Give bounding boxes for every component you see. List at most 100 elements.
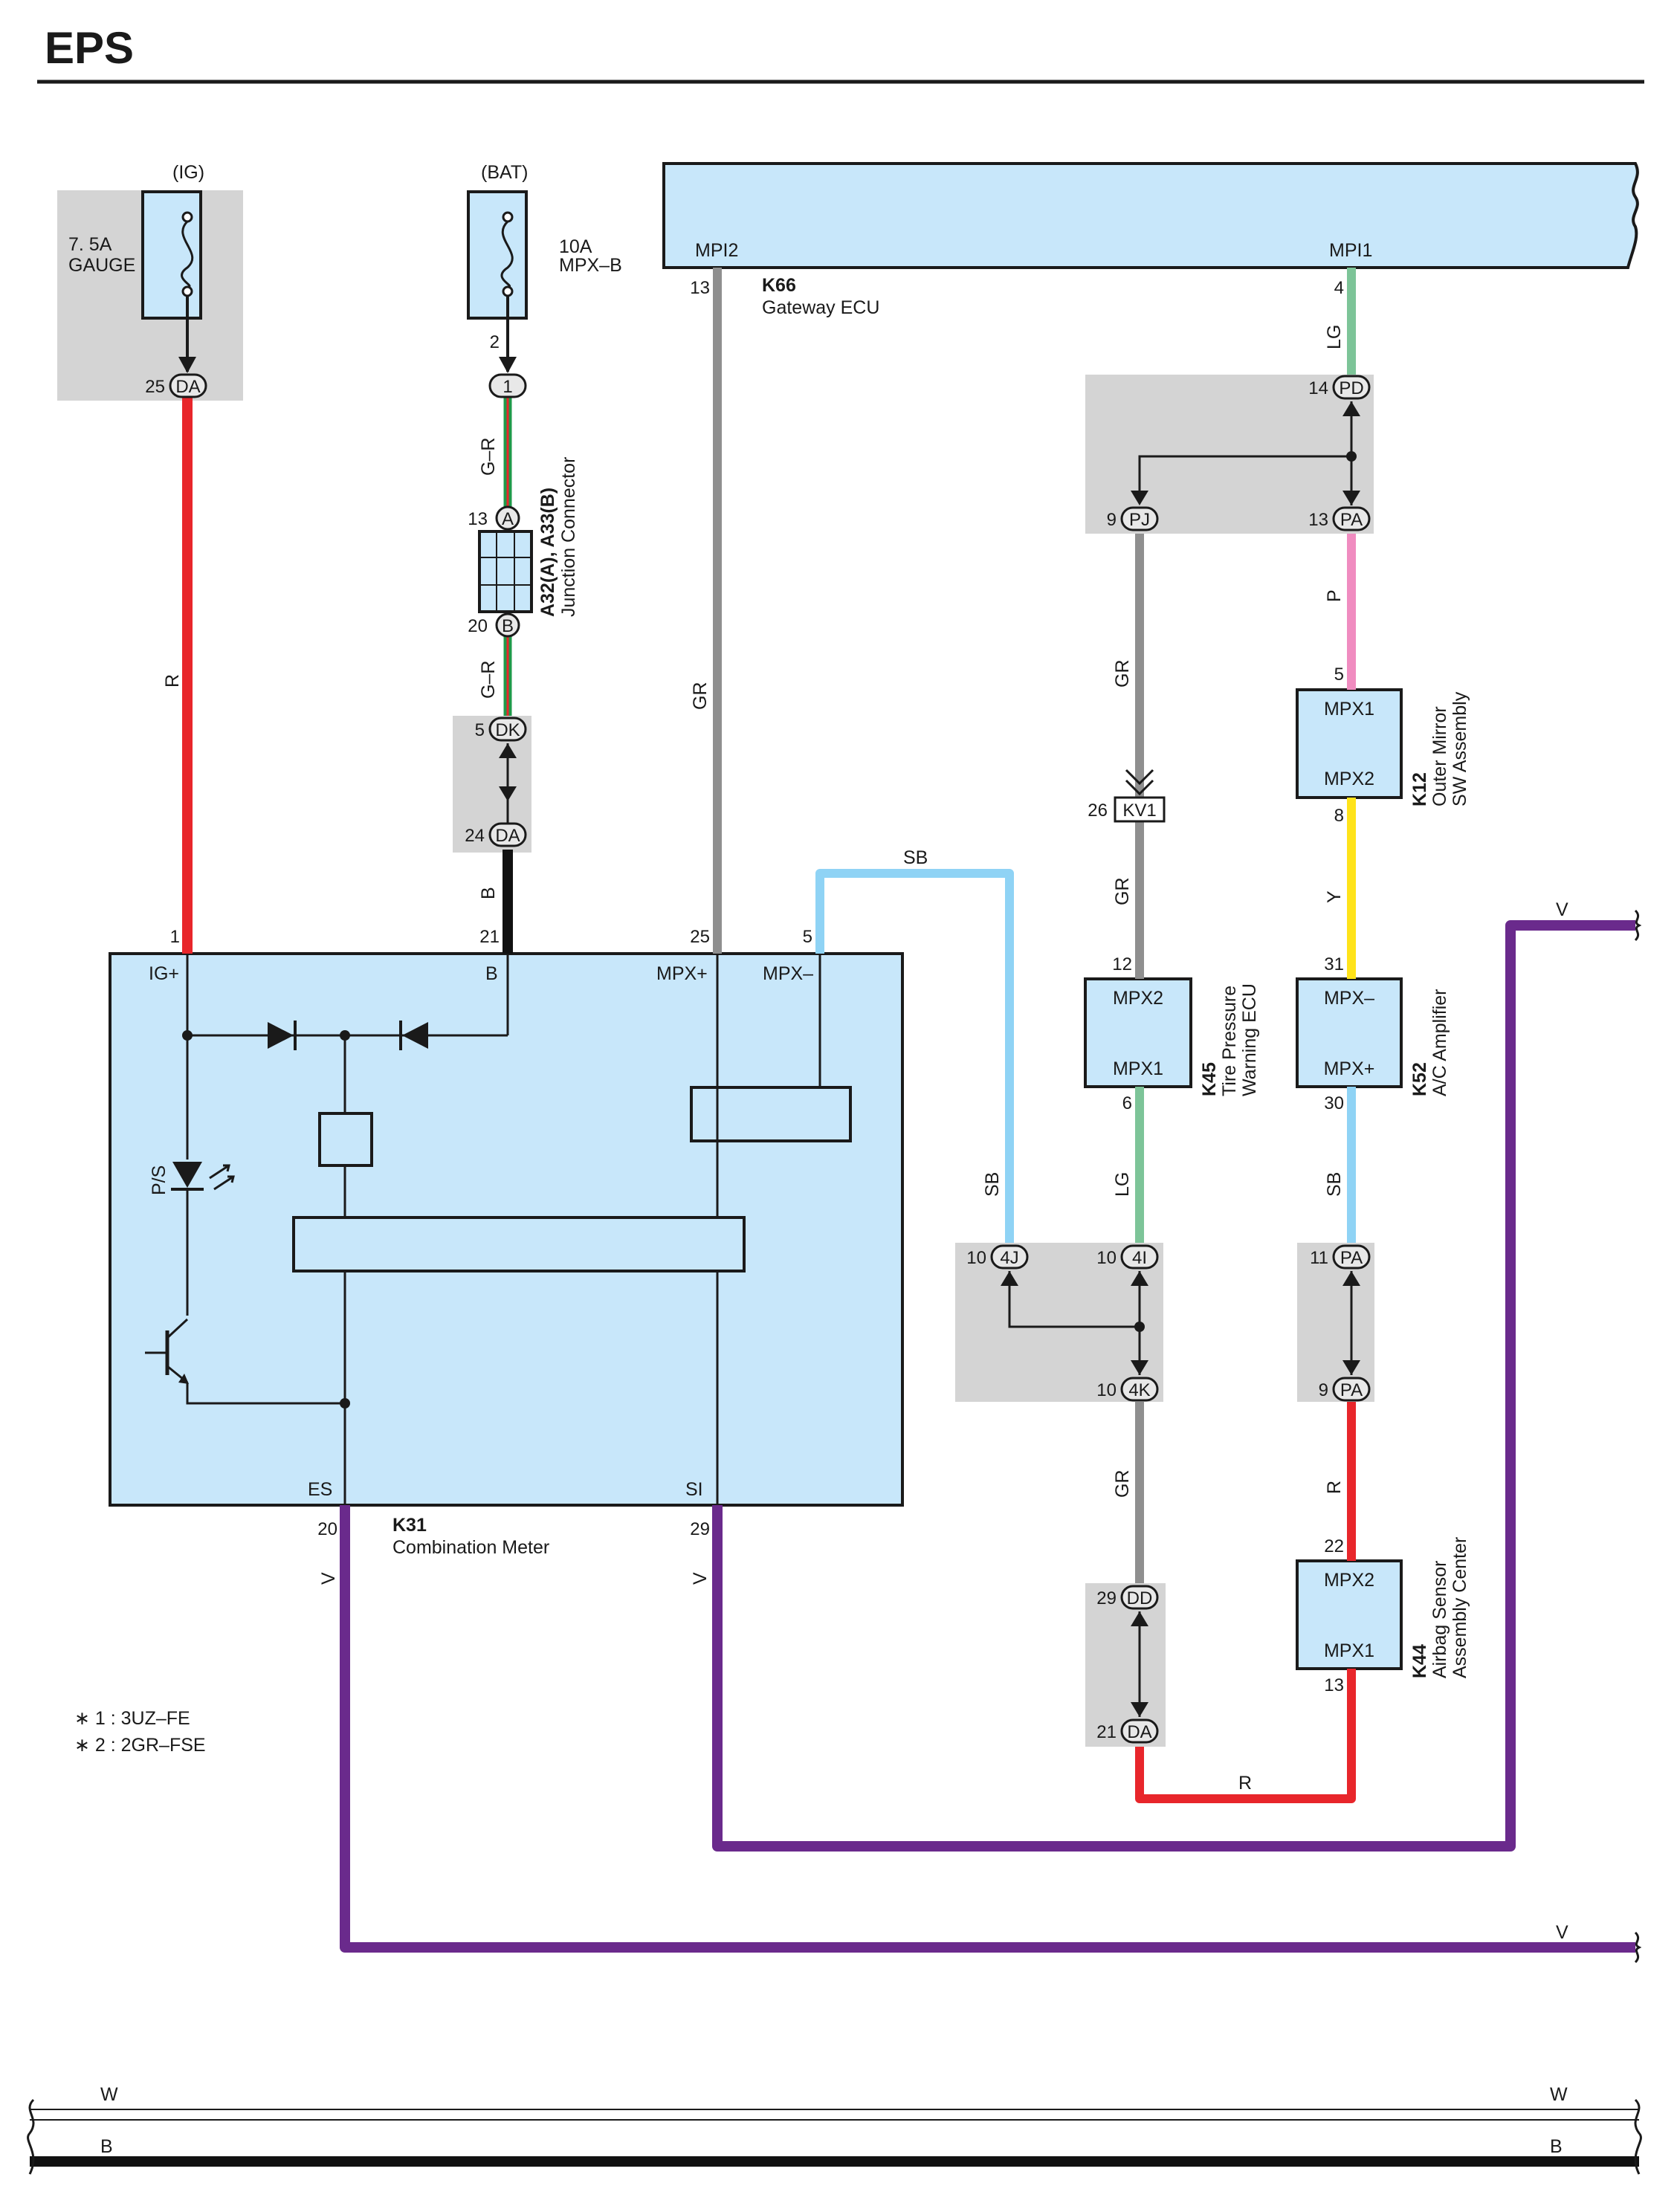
pin: 13 — [468, 509, 488, 529]
bus-w — [30, 2109, 1639, 2121]
wire-v-si — [712, 920, 1635, 1852]
conn-pj: PJ — [1129, 510, 1150, 530]
wire-sb-meter — [815, 869, 1014, 1243]
wire-label-b: B — [1550, 2136, 1563, 2157]
wire-label-v: V — [690, 1572, 711, 1585]
meter-name: Combination Meter — [392, 1537, 549, 1558]
wire-label-w: W — [1550, 2084, 1568, 2105]
k52-name: A/C Amplifier — [1429, 989, 1450, 1096]
pin: 8 — [1334, 806, 1344, 826]
conn-da-top: DA — [175, 377, 200, 397]
pin: 29 — [690, 1519, 710, 1539]
junction-connector-box — [478, 530, 533, 613]
k52-code: K52 — [1409, 1062, 1430, 1096]
conn-4k: 4K — [1128, 1380, 1150, 1400]
conn-da-mid: DA — [495, 826, 520, 846]
conn-pa-top: PA — [1340, 510, 1363, 530]
meter-code: K31 — [392, 1515, 427, 1536]
wire-label-g-r: G–R — [478, 438, 499, 476]
gateway-code: K66 — [762, 275, 796, 296]
conn-kv1: KV1 — [1122, 801, 1156, 821]
pin: 29 — [1096, 1588, 1117, 1608]
ig-label: (IG) — [172, 162, 204, 183]
k44-code: K44 — [1409, 1644, 1430, 1678]
bat-fuse-box — [467, 190, 528, 320]
wire-label-lg: LG — [1112, 1172, 1133, 1197]
pin: 22 — [1324, 1536, 1344, 1556]
4j-4i-4k-area — [955, 1243, 1163, 1402]
meter-pin-mpxp: MPX+ — [656, 963, 708, 984]
gateway-ecu-box — [662, 162, 1639, 269]
bat-fuse-name: MPX–B — [559, 255, 622, 276]
pin: 4 — [1334, 278, 1344, 298]
meter-pin-b: B — [485, 963, 498, 984]
wire-label-gr: GR — [690, 682, 711, 711]
pin: 21 — [1096, 1722, 1117, 1742]
conn-dd: DD — [1127, 1588, 1153, 1608]
k12-box — [1296, 688, 1403, 799]
pin: 12 — [1112, 954, 1132, 974]
k45-bottom: MPX1 — [1113, 1058, 1163, 1079]
pin: 1 — [170, 927, 180, 947]
pin: 30 — [1324, 1093, 1344, 1113]
meter-ps-label: P/S — [149, 1165, 169, 1195]
k12-top: MPX1 — [1324, 699, 1374, 719]
conn-1: 1 — [503, 377, 512, 397]
wire-label-b: B — [478, 887, 499, 899]
wire-label-gr: GR — [1112, 878, 1133, 906]
k45-name-2: Warning ECU — [1239, 983, 1260, 1096]
conn-pd: PD — [1339, 378, 1363, 398]
gateway-mpi2: MPI2 — [695, 240, 738, 261]
note-1: ∗ 1 : 3UZ–FE — [74, 1708, 190, 1729]
plugs — [169, 373, 1371, 1744]
bat-fuse-rating: 10A — [559, 236, 592, 257]
pin: 21 — [479, 927, 500, 947]
pa-pa-area — [1297, 1243, 1374, 1402]
wire-label-gr: GR — [1112, 1470, 1133, 1498]
conn-pa-mid1: PA — [1340, 1248, 1363, 1268]
pin: 5 — [475, 720, 485, 740]
wire-label-b: B — [100, 2136, 113, 2157]
k45-top: MPX2 — [1113, 988, 1163, 1009]
pin: 6 — [1122, 1093, 1132, 1113]
wire-label-w: W — [100, 2084, 118, 2105]
k45-code: K45 — [1199, 1062, 1220, 1096]
gateway-mpi1: MPI1 — [1329, 240, 1372, 261]
pin: 10 — [1096, 1248, 1117, 1268]
pin: 5 — [1334, 664, 1344, 685]
wire-breaks — [27, 909, 1642, 2175]
wire-r-da-k44 — [1135, 1669, 1356, 1803]
conn-4j: 4J — [1000, 1248, 1018, 1268]
junction-code: A32(A), A33(B) — [537, 488, 558, 617]
conn-da-bot: DA — [1127, 1722, 1151, 1742]
pin: 5 — [803, 927, 812, 947]
k52-box — [1296, 977, 1403, 1088]
ig-fuse-name: GAUGE — [68, 255, 135, 276]
conn-a: A — [502, 509, 514, 529]
pin: 24 — [465, 826, 485, 846]
dd-da-area — [1085, 1583, 1166, 1747]
wire-label-sb: SB — [1324, 1172, 1345, 1197]
pin: 14 — [1308, 378, 1328, 398]
k12-code: K12 — [1409, 772, 1430, 806]
pin: 13 — [1324, 1675, 1344, 1695]
wire-label-v: V — [318, 1572, 339, 1585]
note-2: ∗ 2 : 2GR–FSE — [74, 1735, 206, 1756]
wire-label-v: V — [1556, 1922, 1568, 1943]
kv1-chevrons — [1125, 769, 1154, 796]
pin: 11 — [1310, 1248, 1328, 1268]
page-title: EPS — [45, 23, 134, 73]
k44-name-2: Assembly Center — [1450, 1537, 1470, 1678]
meter-pin-es: ES — [308, 1479, 332, 1500]
wire-label-lg: LG — [1324, 325, 1345, 349]
meter-pin-igp: IG+ — [149, 963, 179, 984]
wire-label-sb: SB — [982, 1172, 1003, 1197]
k44-name-1: Airbag Sensor — [1429, 1561, 1450, 1678]
pin: 9 — [1319, 1380, 1328, 1400]
meter-pin-si: SI — [685, 1479, 703, 1500]
pin: 25 — [145, 377, 165, 397]
wire-label-g-r: G–R — [478, 661, 499, 699]
k44-bottom: MPX1 — [1324, 1640, 1374, 1661]
wire-v-es — [340, 1505, 1635, 1953]
